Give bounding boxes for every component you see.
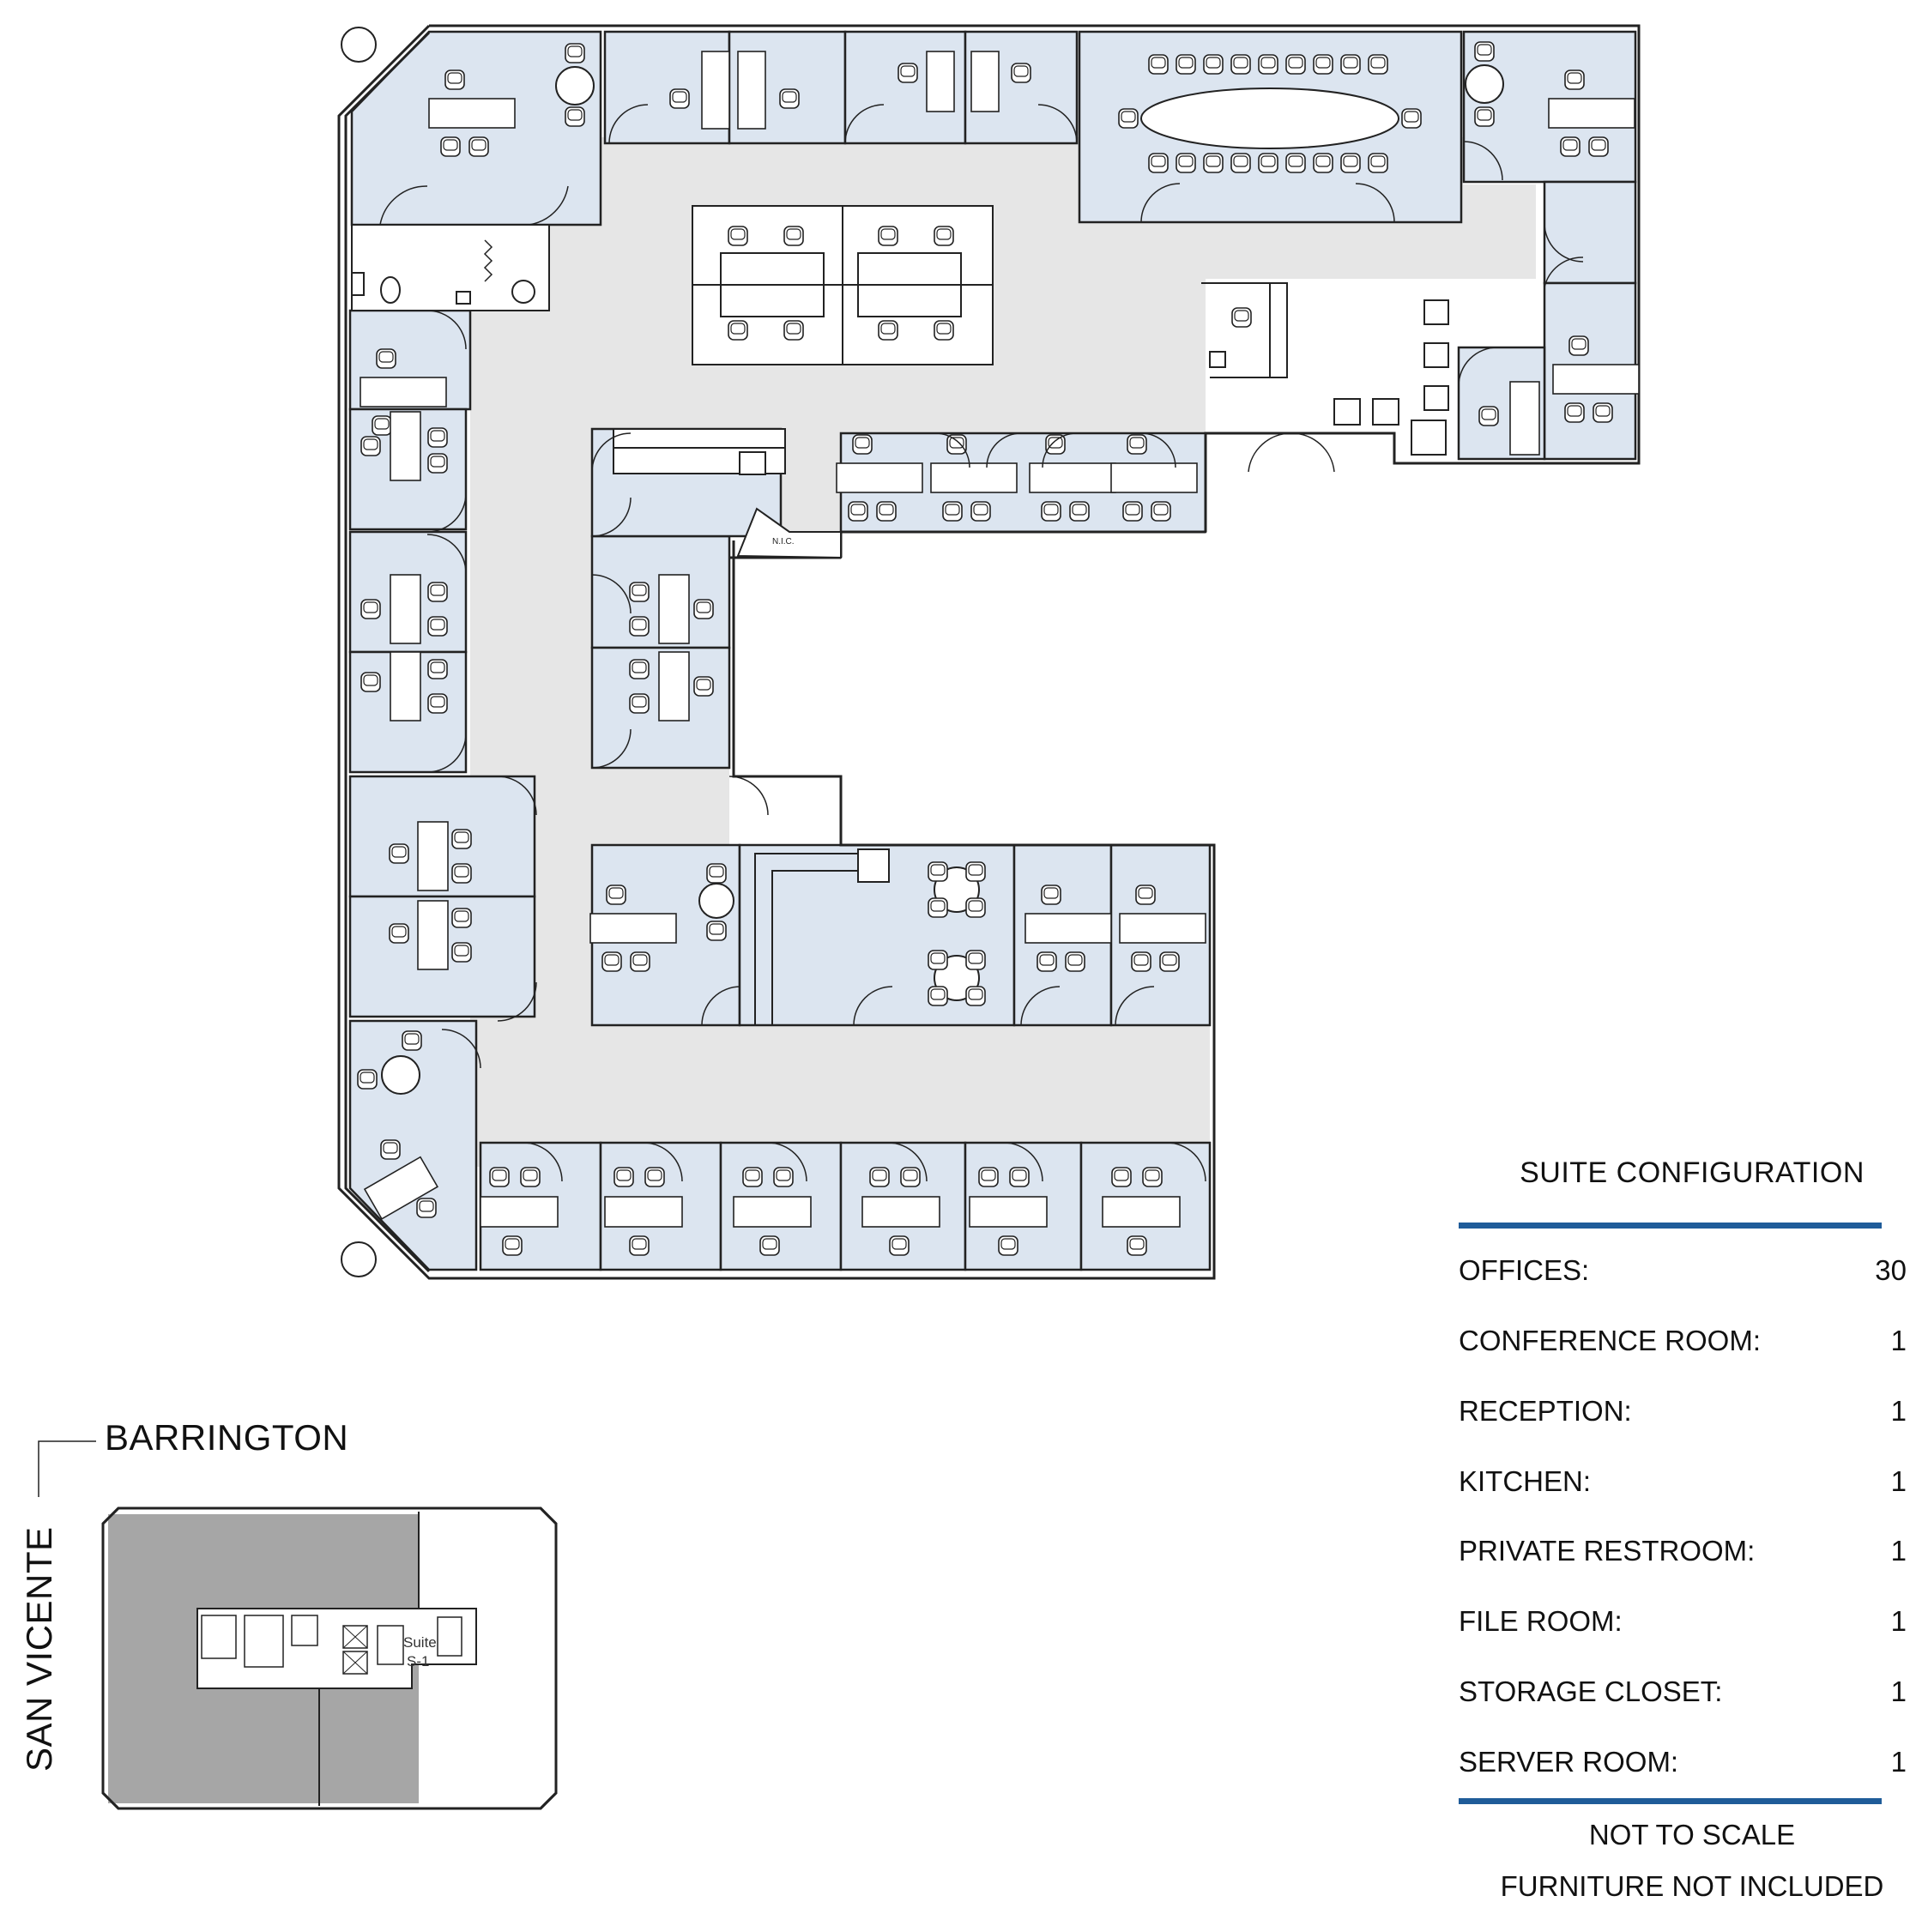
config-value: 1 <box>1890 1465 1907 1497</box>
config-row-conference-room: CONFERENCE ROOM: 1 <box>1459 1325 1907 1359</box>
private-restroom <box>351 224 550 311</box>
config-value: 1 <box>1890 1325 1907 1356</box>
config-value: 1 <box>1890 1746 1907 1778</box>
config-label: FILE ROOM: <box>1459 1605 1623 1637</box>
config-value: 1 <box>1890 1675 1907 1707</box>
config-row-reception: RECEPTION: 1 <box>1459 1395 1907 1429</box>
street-barrington: BARRINGTON <box>105 1417 349 1458</box>
exterior-walls <box>337 24 1641 1280</box>
config-label: PRIVATE RESTROOM: <box>1459 1535 1756 1567</box>
config-row-file-room: FILE ROOM: 1 <box>1459 1605 1907 1639</box>
conference-table <box>1118 54 1422 173</box>
suite-configuration-top-rule <box>1459 1223 1882 1229</box>
config-row-kitchen: KITCHEN: 1 <box>1459 1465 1907 1500</box>
config-label: CONFERENCE ROOM: <box>1459 1325 1762 1356</box>
file-room: N.I.C. <box>613 428 842 559</box>
key-suite-number: S-1 <box>407 1653 429 1669</box>
doors <box>379 104 1584 1182</box>
note-furniture-not-included: FURNITURE NOT INCLUDED <box>1500 1870 1884 1902</box>
config-label: RECEPTION: <box>1459 1395 1632 1427</box>
street-san-vicente: SAN VICENTE <box>19 1526 59 1772</box>
config-value: 1 <box>1890 1605 1907 1637</box>
config-row-storage-closet: STORAGE CLOSET: 1 <box>1459 1675 1907 1710</box>
suite-configuration-title: SUITE CONFIGURATION <box>1520 1156 1865 1189</box>
config-row-private-restroom: PRIVATE RESTROOM: 1 <box>1459 1535 1907 1569</box>
nic-label: N.I.C. <box>772 537 795 546</box>
reception <box>1201 282 1449 456</box>
config-row-server-room: SERVER ROOM: 1 <box>1459 1746 1907 1780</box>
config-label: OFFICES: <box>1459 1254 1590 1286</box>
config-label: SERVER ROOM: <box>1459 1746 1679 1778</box>
key-plan: Suite S-1 <box>38 1440 558 1810</box>
suite-configuration-bottom-rule <box>1459 1798 1882 1804</box>
config-value: 30 <box>1875 1254 1907 1286</box>
office-furniture <box>357 41 1639 1256</box>
config-value: 1 <box>1890 1535 1907 1567</box>
note-not-to-scale: NOT TO SCALE <box>1588 1819 1796 1850</box>
config-value: 1 <box>1890 1395 1907 1427</box>
config-row-offices: OFFICES: 30 <box>1459 1254 1907 1289</box>
config-label: KITCHEN: <box>1459 1465 1592 1497</box>
kitchen <box>754 848 986 1025</box>
config-label: STORAGE CLOSET: <box>1459 1675 1723 1707</box>
key-suite-label: Suite <box>403 1634 437 1651</box>
open-workstations <box>692 205 994 365</box>
